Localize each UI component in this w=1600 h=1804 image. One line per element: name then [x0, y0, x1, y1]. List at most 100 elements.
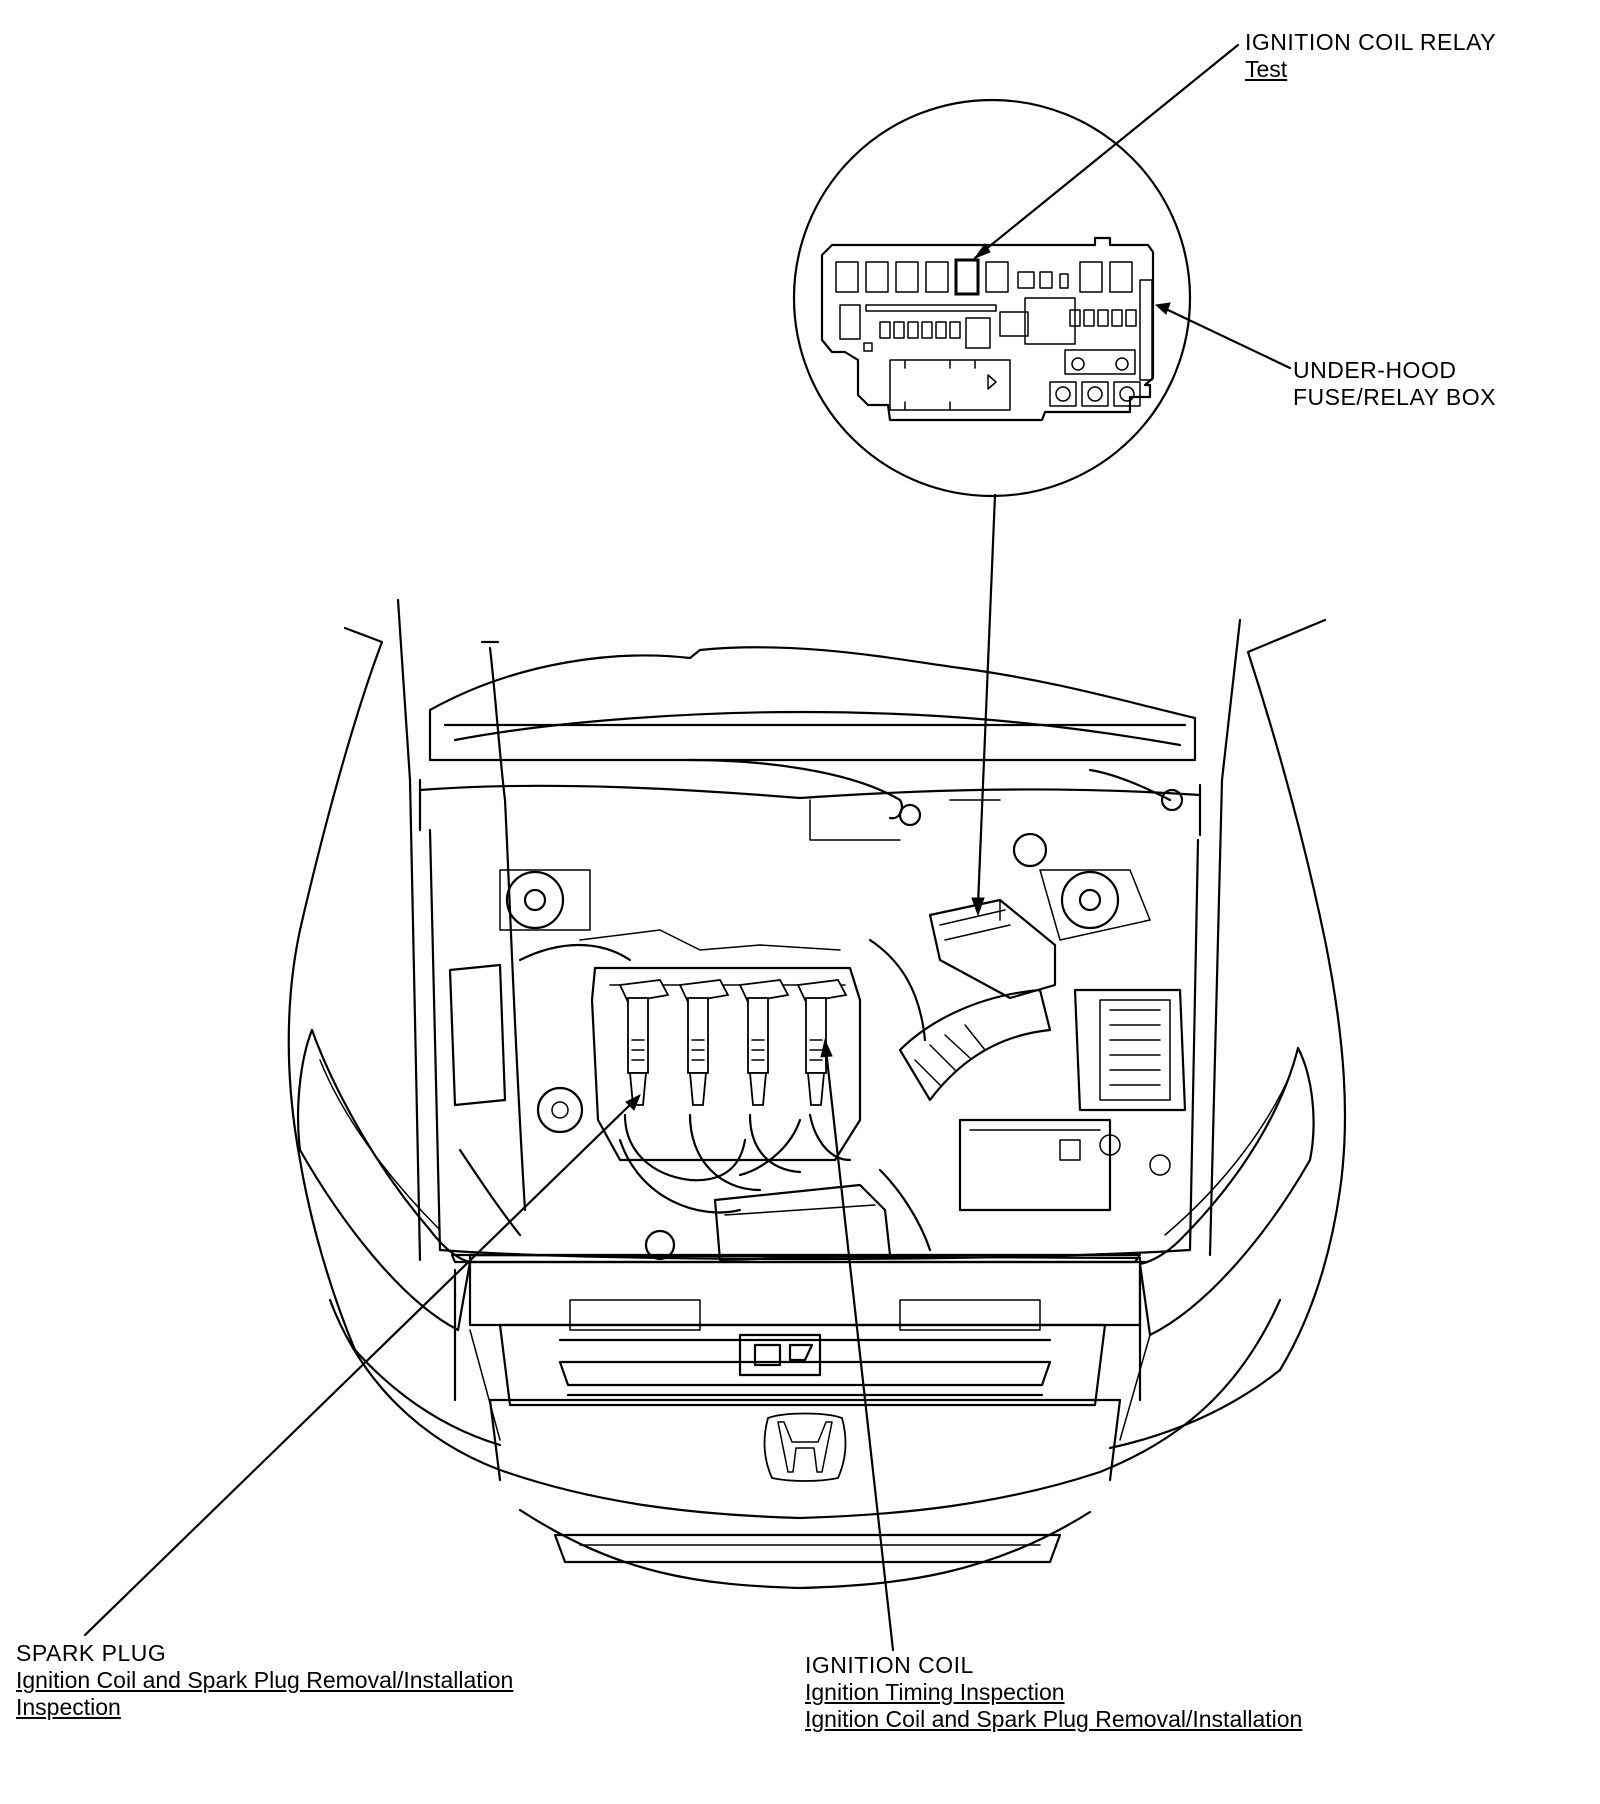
fuse-icon	[863, 342, 873, 352]
relay-icon	[999, 311, 1029, 337]
fuse-row-middle	[839, 297, 1137, 352]
upper-grille-frame	[498, 1323, 1107, 1407]
left-fender	[287, 626, 384, 1352]
ignition-coil-icon	[796, 979, 848, 1106]
spark-plug-leader-line	[83, 1098, 637, 1637]
fuse-icon	[1069, 309, 1081, 327]
right-headlight	[1138, 1046, 1315, 1337]
relay-icon	[839, 304, 861, 340]
pulley	[536, 1086, 584, 1134]
fuse-icon	[835, 261, 859, 293]
spark-plug-inspection-link[interactable]: Inspection	[16, 1694, 121, 1720]
ignition-coil-relay-callout: IGNITION COIL RELAY Test	[1245, 29, 1496, 83]
fuse-icon	[1125, 309, 1137, 327]
fuse-icon	[865, 261, 889, 293]
fuse-icon	[893, 321, 905, 339]
battery	[958, 1118, 1112, 1212]
inner-fender-right	[1208, 778, 1224, 1257]
relay-icon	[1109, 261, 1133, 293]
car-front-body	[287, 598, 1347, 1590]
grille-bar	[558, 1360, 1052, 1387]
fuse-box-label-line-2: FUSE/RELAY BOX	[1293, 384, 1496, 410]
ignition-coil-leader-line	[824, 1048, 895, 1652]
relay-icon	[1064, 349, 1136, 375]
fuse-icon	[879, 321, 891, 339]
fuse-box-outline	[820, 236, 1155, 422]
ignition-timing-inspection-link[interactable]: Ignition Timing Inspection	[805, 1679, 1065, 1705]
fuse-icon	[895, 261, 919, 293]
fuse-strip	[865, 304, 997, 312]
alternator	[448, 963, 507, 1107]
detail-circle-leader-line	[976, 493, 997, 907]
ignition-coils	[618, 979, 848, 1106]
hose-left	[518, 944, 632, 962]
ignition-coil-callout: IGNITION COIL Ignition Timing Inspection…	[805, 1652, 1302, 1733]
intake-hose	[898, 988, 1052, 1102]
fuse-icon	[1083, 309, 1095, 327]
intake-manifold	[623, 1113, 852, 1192]
under-hood-fuse-relay-box-callout: UNDER-HOOD FUSE/RELAY BOX	[1293, 357, 1496, 411]
hood-support-rod	[488, 646, 527, 1212]
fuse-icon	[921, 321, 933, 339]
relay-icon	[1079, 261, 1103, 293]
spark-plug-removal-installation-link[interactable]: Ignition Coil and Spark Plug Removal/Ins…	[16, 1667, 514, 1693]
hood-latch	[738, 1333, 822, 1377]
lower-grille	[553, 1533, 1062, 1564]
fuse-icon	[985, 261, 1009, 293]
cowl-panel	[428, 646, 1197, 762]
terminal	[1049, 381, 1077, 407]
leader-lines-bottom	[83, 1038, 895, 1652]
honda-logo-icon	[763, 1412, 847, 1482]
fuse-icon	[907, 321, 919, 339]
terminal	[1113, 381, 1141, 407]
junction-block	[889, 359, 1011, 411]
hood-edge-right	[1220, 618, 1242, 782]
ignition-coil-relay-highlight	[954, 258, 980, 296]
front-bumper	[328, 1298, 1282, 1520]
wiper-arm-left	[688, 758, 904, 820]
fuse-icon	[1017, 271, 1035, 289]
detail-circle	[792, 98, 1192, 498]
fuse-icon	[1039, 271, 1053, 289]
ignition-coil-icon	[738, 979, 790, 1106]
ignition-coil-icon	[678, 979, 730, 1106]
ignition-coil-label: IGNITION COIL	[805, 1652, 974, 1678]
ignition-coil-removal-installation-link[interactable]: Ignition Coil and Spark Plug Removal/Ins…	[805, 1706, 1303, 1732]
engine-bay	[408, 640, 1224, 1262]
fuse-row-top	[835, 258, 1153, 381]
leader-lines-top	[971, 43, 1292, 917]
hood-edge-left	[396, 598, 412, 782]
throttle-body	[713, 1183, 892, 1262]
fuse-box-in-bay	[928, 898, 1057, 1000]
strut-tower-right	[1060, 870, 1120, 930]
hose-right	[868, 938, 927, 1042]
fuse-box-detail-circle	[792, 98, 1192, 498]
fuse-icon	[1059, 273, 1069, 289]
reservoir-cap	[1012, 832, 1048, 868]
inner-fender-left	[408, 778, 422, 1262]
relay-icon	[965, 317, 991, 349]
engine-block	[590, 966, 862, 1162]
wiper-arm-right	[1088, 768, 1172, 802]
spark-plug-label: SPARK PLUG	[16, 1640, 167, 1666]
fuse-row-bottom	[889, 349, 1141, 411]
fuse-box-leader-line	[1166, 308, 1292, 370]
strut-tower-left	[505, 870, 565, 930]
ignition-coil-relay-test-link[interactable]: Test	[1245, 56, 1288, 82]
spark-plug-callout: SPARK PLUG Ignition Coil and Spark Plug …	[16, 1640, 513, 1721]
fuse-box-label-line-1: UNDER-HOOD	[1293, 357, 1457, 383]
ignition-coil-relay-label: IGNITION COIL RELAY	[1245, 29, 1497, 55]
ignition-coil-icon	[618, 979, 670, 1106]
fuse-icon	[935, 321, 947, 339]
air-cleaner-box	[1073, 988, 1187, 1112]
relay-icon	[1024, 297, 1076, 345]
fuse-icon	[1097, 309, 1109, 327]
right-fender	[1246, 618, 1347, 1372]
busbar	[1139, 279, 1153, 381]
left-headlight	[296, 1028, 472, 1332]
relay-leader-line	[973, 43, 1240, 260]
fuse-icon	[925, 261, 949, 293]
fuse-icon	[1111, 309, 1123, 327]
terminal	[1081, 381, 1109, 407]
